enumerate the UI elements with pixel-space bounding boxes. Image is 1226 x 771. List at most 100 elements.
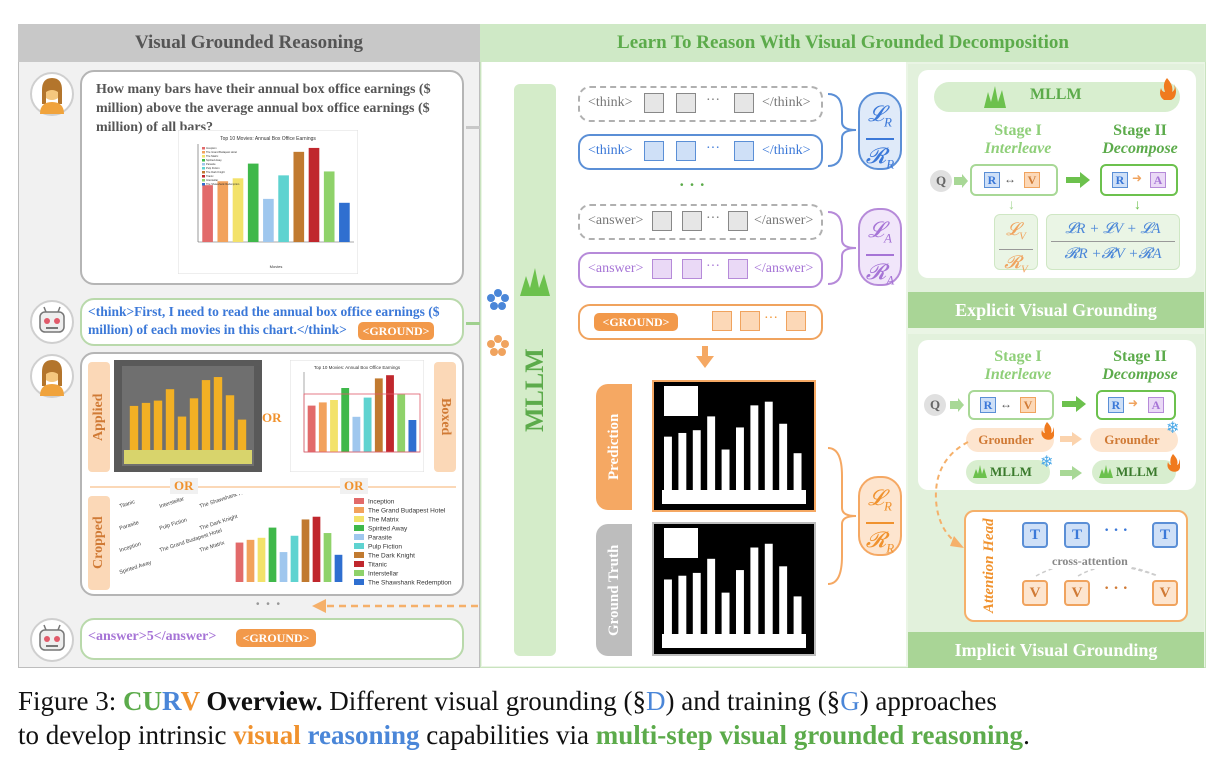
bar (268, 527, 277, 582)
arrow-right-icon (1060, 432, 1082, 446)
grounder-text-2: Grounder (1104, 432, 1160, 447)
ground-seq-pill: <GROUND> (594, 313, 678, 331)
legend-swatch (202, 155, 205, 158)
arrow-right-icon (954, 174, 968, 188)
answer-seq-purple (578, 252, 823, 288)
implicit-title-bar (908, 632, 1204, 668)
bar (386, 375, 394, 452)
grounder-box-1 (966, 428, 1054, 452)
robot-avatar-2-icon (30, 618, 74, 662)
applied-label-bg (88, 362, 110, 472)
bar (165, 389, 175, 450)
bar (141, 402, 151, 450)
bar (177, 416, 187, 450)
or-text-2: OR (170, 478, 198, 494)
explicit-stage1-sub: Interleave (984, 140, 1052, 157)
mask-bar (779, 566, 788, 634)
mask-bar (721, 449, 730, 490)
t-token: T (1152, 522, 1178, 548)
legend-entry: Spirited Away (206, 158, 222, 162)
legend-entry: The Dark Knight (368, 553, 415, 560)
implicit-mllm-text-1: MLLM (990, 464, 1032, 479)
dashed-curve (934, 441, 969, 548)
legend-swatch (202, 183, 205, 186)
bar (363, 397, 372, 452)
token (712, 311, 732, 331)
left-panel-title: Visual Grounded Reasoning (18, 24, 480, 62)
ground-truth-label-bg (596, 524, 632, 656)
bar (301, 519, 310, 582)
implicit-title: Implicit Visual Grounding (954, 640, 1158, 660)
mask-bar (721, 592, 730, 634)
cropped-tick-label: Interstellar (159, 496, 185, 510)
mask-bar (692, 430, 701, 490)
explicit-stage2-box (1100, 164, 1178, 196)
mask-bar (707, 558, 716, 634)
arrow-right-icon (950, 398, 964, 412)
arrow-right-icon (1060, 466, 1082, 480)
token (740, 311, 760, 331)
mask-bar (793, 596, 802, 634)
legend-swatch (354, 570, 364, 576)
mask-bar (678, 575, 687, 634)
cropped-tick-label: Inception (119, 541, 142, 554)
legend-swatch (354, 552, 364, 558)
legend-entry: Parasite (206, 162, 216, 166)
mask-bar (764, 543, 773, 634)
token-dots: ··· (706, 211, 720, 226)
grass-icon (520, 268, 550, 296)
bar (293, 151, 305, 242)
legend-swatch (354, 498, 364, 504)
cross-attention-label: cross-attention (1050, 554, 1130, 569)
attention-dots: · · · (1104, 580, 1129, 597)
arrow-right-icon: ➜ (1132, 171, 1143, 185)
think-open-blue: <think> (588, 143, 633, 158)
bar (237, 419, 247, 450)
bar (290, 535, 299, 582)
legend-entry: The Matrix (206, 154, 219, 158)
token (676, 93, 696, 113)
mask-bar (750, 547, 759, 634)
v-token-large: V (1152, 580, 1178, 606)
mask-bar (678, 432, 687, 490)
think-close-gray: </think> (762, 95, 811, 110)
legend-entry: Pulp Fiction (368, 544, 402, 551)
bar (408, 420, 417, 452)
prediction-mask (652, 380, 816, 512)
applied-chart (114, 360, 262, 472)
answer-close-purple: </answer> (754, 261, 814, 276)
legend-swatch (202, 163, 205, 166)
token-dots: ··· (706, 259, 720, 274)
mask-axis (662, 490, 806, 504)
implicit-mllm-text-2: MLLM (1116, 464, 1158, 479)
bar (318, 402, 327, 452)
applied-label: Applied (91, 393, 106, 441)
r-token: R (1112, 172, 1128, 188)
legend-entry: The Shawshank Redemption (206, 182, 240, 186)
legend-entry: Interstellar (206, 178, 218, 182)
brace-answer (827, 211, 857, 285)
boxed-label: Boxed (438, 398, 453, 436)
bar (334, 554, 343, 582)
boxed-label-bg (434, 362, 456, 472)
token (728, 211, 748, 231)
attention-dots: · · · (1104, 522, 1129, 539)
bar (323, 533, 332, 582)
cropped-label: Cropped (91, 516, 106, 570)
bar (153, 400, 163, 450)
explicit-stage2: Stage II (1113, 122, 1167, 139)
legend-entry: Parasite (368, 535, 392, 542)
bar (279, 552, 288, 582)
grounding-box (303, 393, 421, 453)
arrow-right-icon: ➜ (1128, 396, 1139, 410)
ground-seq (578, 304, 823, 340)
explicit-loss2-box: 𝓛R + 𝓛V + 𝓛A 𝓡R +𝓡V +𝓡A (1046, 214, 1180, 270)
grass-icon (1099, 465, 1113, 478)
mask-bar (736, 427, 744, 490)
legend-swatch (354, 543, 364, 549)
token (734, 141, 754, 161)
answer-open-purple: <answer> (588, 261, 644, 276)
bar (129, 405, 139, 450)
mask-bar (664, 579, 672, 634)
bar (374, 378, 383, 452)
